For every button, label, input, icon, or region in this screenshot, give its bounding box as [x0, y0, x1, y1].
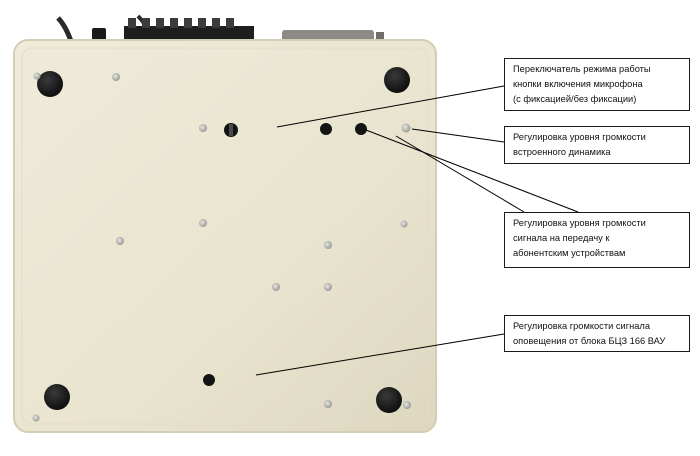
foot-bottom-right — [376, 387, 402, 413]
callout-text: Переключатель режима работы — [513, 64, 651, 74]
callout-alert-volume: Регулировка громкости сигнала оповещения… — [504, 315, 690, 352]
terminal-pins — [128, 18, 234, 28]
foot-top-left — [37, 71, 63, 97]
screw — [199, 219, 207, 227]
callout-text: Регулировка громкости сигнала — [513, 321, 651, 331]
screw — [33, 72, 41, 80]
screw — [324, 400, 332, 408]
panel-inner-edge — [21, 47, 429, 425]
screw — [324, 241, 332, 249]
controls — [203, 123, 411, 386]
screw — [403, 401, 411, 409]
screw — [199, 124, 207, 132]
alert-volume-knob — [203, 374, 215, 386]
leader-line-mode-switch — [276, 85, 505, 128]
leader-line-alert — [255, 333, 505, 376]
dsub-screw — [376, 32, 384, 41]
screw — [112, 73, 120, 81]
screw — [400, 220, 408, 228]
callout-text: сигнала на передачу к — [513, 233, 610, 243]
cable-group — [56, 14, 384, 45]
callout-speaker-volume: Регулировка уровня громкости встроенного… — [504, 126, 690, 164]
terminal-block — [124, 26, 254, 42]
screw — [324, 283, 332, 291]
mode-switch-slot — [229, 124, 233, 136]
callout-text: кнопки включения микрофона — [513, 79, 643, 89]
foot-bottom-left — [44, 384, 70, 410]
speaker-volume-knob — [355, 123, 367, 135]
panel-body — [13, 39, 437, 433]
callout-mode-switch: Переключатель режима работы кнопки включ… — [504, 58, 690, 111]
callout-text: Регулировка уровня громкости — [513, 132, 646, 142]
screw — [272, 283, 280, 291]
callout-text: (с фиксацией/без фиксации) — [513, 94, 637, 104]
leader-lines — [255, 85, 579, 376]
screw — [116, 237, 124, 245]
callout-text: абонентским устройствам — [513, 248, 626, 258]
callout-text: встроенного динамика — [513, 147, 611, 157]
feet — [37, 67, 410, 413]
callout-subscriber-volume: Регулировка уровня громкости сигнала на … — [504, 212, 690, 268]
callout-text: Регулировка уровня громкости — [513, 218, 646, 228]
leader-line-subscriber-b — [395, 135, 525, 213]
leader-line-speaker — [411, 128, 505, 143]
foot-top-right — [384, 67, 410, 93]
callout-text: оповещения от блока БЦЗ 166 ВАУ — [513, 336, 666, 346]
speaker-volume-screw — [401, 123, 411, 133]
leader-line-subscriber-a — [365, 129, 579, 213]
subscriber-volume-knob — [320, 123, 332, 135]
screw — [32, 414, 40, 422]
screws — [32, 72, 411, 422]
